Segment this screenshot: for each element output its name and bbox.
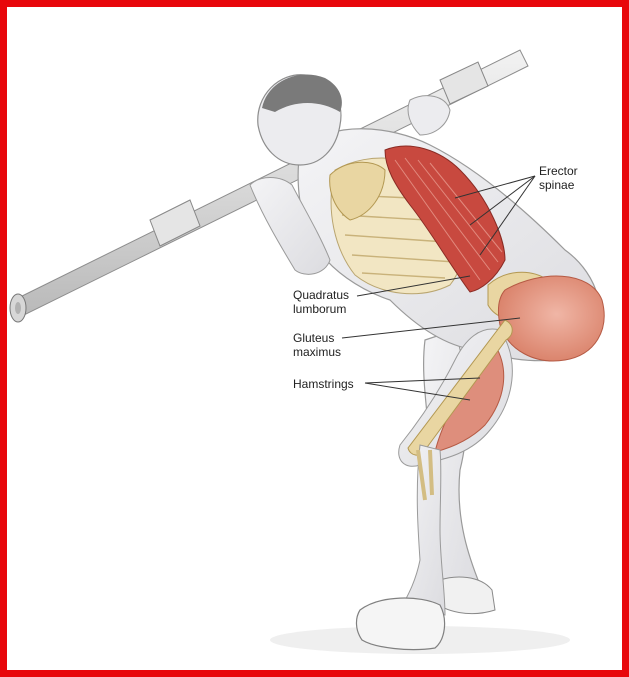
gluteus-maximus-label: Gluteus maximus [293, 331, 341, 359]
hamstrings-label: Hamstrings [293, 377, 354, 391]
erector-spinae-label: Erector spinae [539, 164, 578, 192]
front-shoe [356, 598, 444, 650]
quadratus-lumborum-label: Quadratus lumborum [293, 288, 349, 316]
